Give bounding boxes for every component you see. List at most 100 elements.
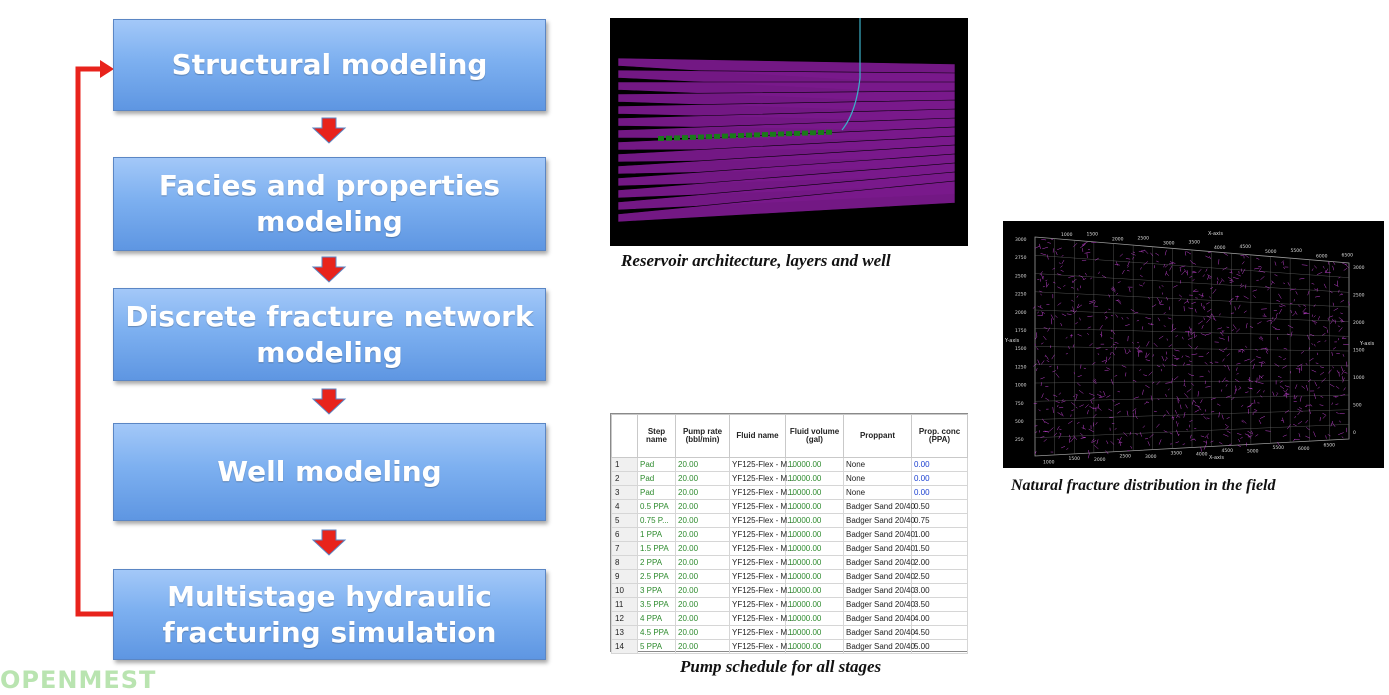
pump-table-cell: Badger Sand 20/40 [844, 528, 912, 542]
pump-row-number: 7 [612, 542, 638, 556]
pump-table-cell: Badger Sand 20/40 [844, 556, 912, 570]
fracture-tick-label: 500 [1353, 403, 1362, 409]
pump-table-cell: YF125-Flex - M... [730, 458, 786, 472]
down-arrow-icon [312, 389, 346, 415]
pump-row-number: 9 [612, 570, 638, 584]
pump-table-cell: 10000.00 [786, 612, 844, 626]
pump-table-cell: 10000.00 [786, 584, 844, 598]
pump-table-cell: 10000.00 [786, 458, 844, 472]
pump-row-number: 5 [612, 514, 638, 528]
pump-table-cell: YF125-Flex - M... [730, 514, 786, 528]
pump-table-cell: YF125-Flex - M... [730, 640, 786, 654]
well-perforation-mark [666, 136, 672, 141]
pump-table-cell: 10000.00 [786, 500, 844, 514]
fracture-tick-label: 3500 [1189, 240, 1201, 246]
fracture-tick-label: 1500 [1087, 231, 1099, 237]
pump-table-cell: YF125-Flex - M... [730, 542, 786, 556]
fracture-caption: Natural fracture distribution in the fie… [1011, 477, 1275, 495]
pump-row-number: 10 [612, 584, 638, 598]
pump-table-cell: 1.50 [912, 542, 968, 556]
fracture-tick-label: 5500 [1273, 445, 1285, 451]
pump-table-cell: None [844, 458, 912, 472]
pump-row-number: 12 [612, 612, 638, 626]
pump-row-number: 3 [612, 486, 638, 500]
fracture-tick-label: 2000 [1094, 457, 1106, 463]
fracture-tick-label: 3000 [1015, 237, 1027, 243]
pump-caption: Pump schedule for all stages [680, 657, 881, 677]
flow-step-line: modeling [115, 335, 543, 371]
pump-table-cell: 20.00 [676, 626, 730, 640]
fracture-tick-label: 0 [1353, 430, 1356, 436]
well-perforation-mark [714, 134, 720, 139]
fracture-tick-label: 2500 [1015, 273, 1027, 279]
fracture-tick-label: 1500 [1353, 348, 1365, 354]
fracture-x-axis-label-bottom: X-axis [1209, 455, 1224, 461]
well-perforation-mark [810, 130, 816, 135]
fracture-tick-label: 250 [1015, 437, 1024, 443]
pump-table-cell: 2 PPA [638, 556, 676, 570]
fracture-tick-label: 2750 [1015, 255, 1027, 261]
fracture-tick-label: 2500 [1138, 235, 1150, 241]
pump-table-cell: Badger Sand 20/40 [844, 514, 912, 528]
pump-table-cell: 5.00 [912, 640, 968, 654]
pump-table-cell: 20.00 [676, 458, 730, 472]
flow-step-line: modeling [149, 204, 510, 240]
well-perforation-mark [770, 132, 776, 137]
pump-table-cell: 10000.00 [786, 626, 844, 640]
pump-table-header: Step name [638, 415, 676, 458]
pump-table-cell: 1.00 [912, 528, 968, 542]
pump-table-cell: 0.75 [912, 514, 968, 528]
fracture-tick-label: 500 [1015, 419, 1024, 425]
pump-table-cell: 10000.00 [786, 472, 844, 486]
reservoir-caption: Reservoir architecture, layers and well [621, 251, 891, 271]
pump-table-cell: Badger Sand 20/40 [844, 626, 912, 640]
well-perforation-mark [722, 134, 728, 139]
pump-table-cell: 20.00 [676, 598, 730, 612]
pump-table-cell: 3 PPA [638, 584, 676, 598]
pump-table-cell: YF125-Flex - M... [730, 626, 786, 640]
fracture-tick-label: 4500 [1240, 244, 1252, 250]
pump-table-cell: YF125-Flex - M... [730, 472, 786, 486]
fracture-tick-label: 6000 [1298, 446, 1310, 452]
fracture-tick-label: 5500 [1291, 248, 1303, 254]
fracture-tick-label: 4000 [1214, 245, 1226, 251]
pump-table-cell: 10000.00 [786, 640, 844, 654]
pump-table-cell: 20.00 [676, 486, 730, 500]
pump-table-cell: Pad [638, 486, 676, 500]
pump-schedule-panel: Step name Pump rate (bbl/min) Fluid name… [610, 413, 968, 652]
pump-table-cell: YF125-Flex - M... [730, 584, 786, 598]
pump-table-cell: Badger Sand 20/40 [844, 598, 912, 612]
pump-table-cell: 4.5 PPA [638, 626, 676, 640]
fracture-tick-label: 4000 [1196, 451, 1208, 457]
flow-step-facies-properties: Facies and properties modeling [113, 157, 546, 251]
fracture-tick-label: 2500 [1353, 293, 1365, 299]
pump-table-cell: YF125-Flex - M... [730, 500, 786, 514]
down-arrow-icon [312, 118, 346, 144]
pump-table-cell: YF125-Flex - M... [730, 570, 786, 584]
pump-table-cell: 10000.00 [786, 514, 844, 528]
pump-table-cell: 20.00 [676, 500, 730, 514]
pump-table-cell: Badger Sand 20/40 [844, 570, 912, 584]
pump-table-cell: YF125-Flex - M... [730, 556, 786, 570]
well-perforation-mark [690, 135, 696, 140]
pump-row-number: 14 [612, 640, 638, 654]
pump-table-cell: 20.00 [676, 612, 730, 626]
pump-row-number: 2 [612, 472, 638, 486]
pump-table-cell: 20.00 [676, 640, 730, 654]
pump-row-number: 6 [612, 528, 638, 542]
pump-table-cell: 20.00 [676, 570, 730, 584]
pump-table-header: Fluid name [730, 415, 786, 458]
pump-table-cell: Badger Sand 20/40 [844, 542, 912, 556]
well-perforation-mark [674, 135, 680, 140]
reservoir-architecture-image [610, 18, 968, 246]
pump-table-cell: 4.00 [912, 612, 968, 626]
flow-step-line: Well modeling [207, 454, 451, 490]
well-perforation-mark [794, 131, 800, 136]
pump-table-cell: Pad [638, 472, 676, 486]
